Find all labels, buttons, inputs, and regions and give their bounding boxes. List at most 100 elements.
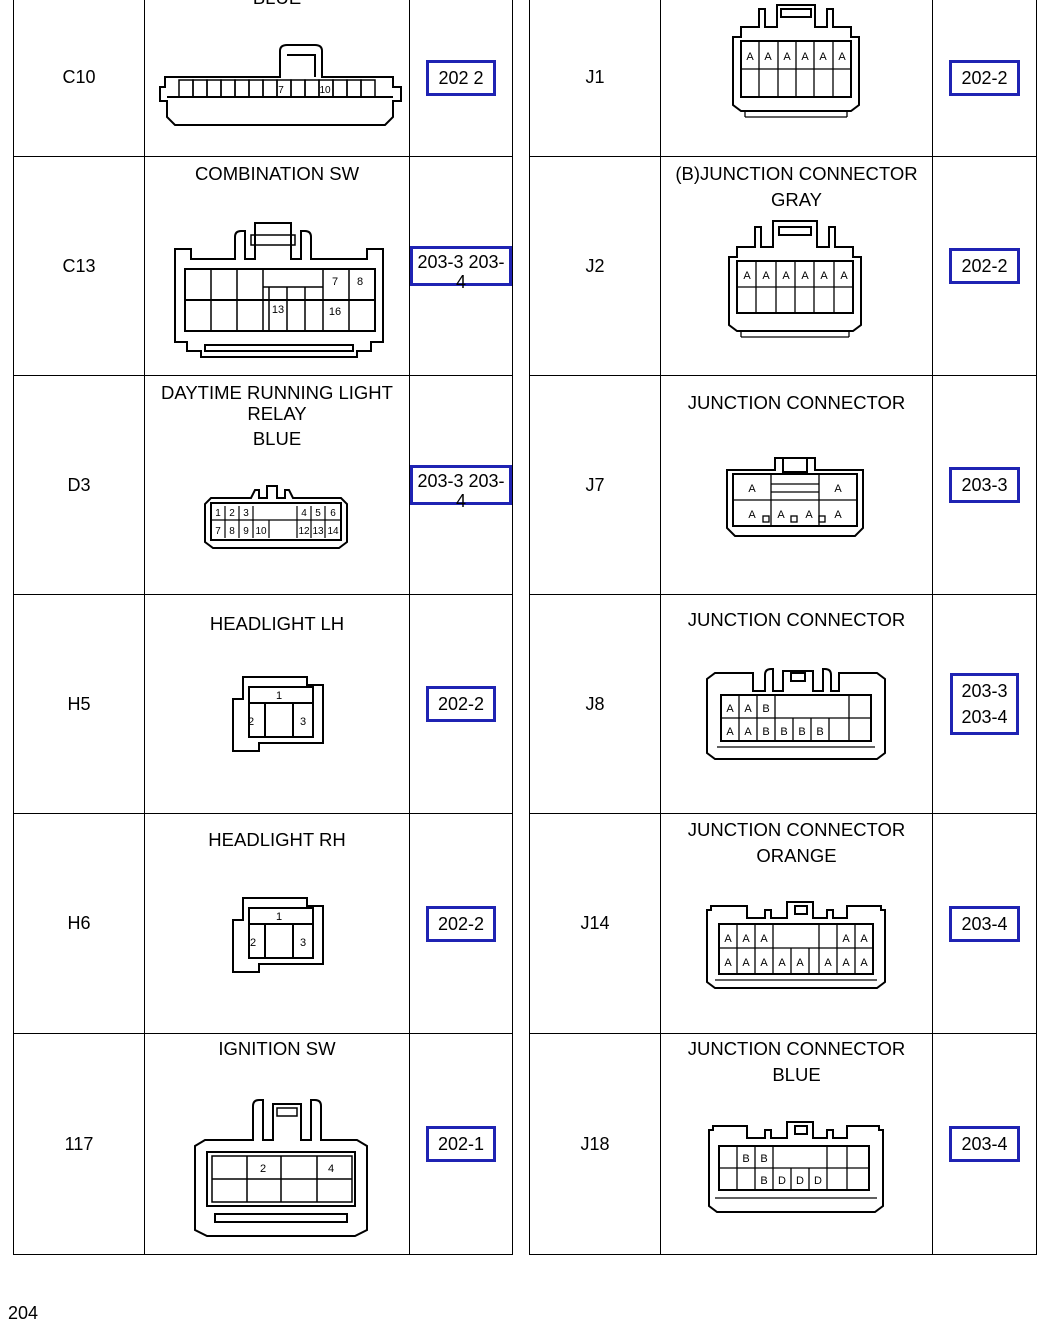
table-row: C13 COMBINATION SW — [13, 156, 513, 376]
connector-name: HEADLIGHT RH — [208, 829, 346, 850]
pin-label: A — [819, 51, 827, 63]
connector-117-diagram: 2 4 — [194, 1099, 368, 1237]
connector-cell: (B)JUNCTION CONNECTOR GRAY A — [660, 156, 933, 376]
pin-label: A — [778, 957, 786, 969]
table-row: J1 A A A A A — [529, 0, 1037, 157]
ref-link[interactable]: 203-3 203-4 — [950, 673, 1019, 735]
ref-link[interactable]: 202-2 — [425, 905, 497, 942]
connector-cell: BLUE 7 10 — [144, 0, 410, 157]
pin-label: D — [778, 1175, 786, 1187]
pin-label: A — [764, 51, 772, 63]
pin-label: 3 — [300, 716, 306, 728]
connector-name: JUNCTION CONNECTOR — [687, 609, 906, 630]
pin-label: A — [762, 270, 770, 282]
pin-label: B — [760, 1153, 767, 1165]
pin-label: A — [801, 270, 809, 282]
pin-label: B — [762, 726, 769, 738]
pin-label: A — [782, 270, 790, 282]
pin-label: 4 — [328, 1163, 334, 1175]
ref-cell: 202-2 — [932, 156, 1037, 376]
pin-label: B — [798, 726, 805, 738]
connector-h6-diagram: 1 2 3 — [232, 897, 324, 973]
ref-link[interactable]: 203-4 — [949, 1126, 1020, 1162]
pin-label: A — [726, 726, 734, 738]
table-row: C10 BLUE 7 — [13, 0, 513, 157]
ref-cell: 203-4 — [932, 1033, 1037, 1255]
connector-cell: JUNCTION CONNECTOR ORANGE A — [660, 813, 933, 1034]
pin-label: A — [860, 957, 868, 969]
pin-label: 3 — [243, 508, 249, 519]
pin-label: A — [824, 957, 832, 969]
connector-name: JUNCTION CONNECTOR BLUE — [687, 1038, 906, 1085]
pin-label: 2 — [229, 508, 235, 519]
pin-label: 7 — [278, 85, 284, 96]
connector-name: JUNCTION CONNECTOR ORANGE — [687, 819, 906, 866]
pin-label: A — [834, 483, 842, 495]
ref-link[interactable]: 203-3 203-4 — [410, 465, 512, 511]
connector-cell: A A A A A A — [660, 0, 933, 157]
ref-link[interactable]: 202-2 — [949, 59, 1020, 96]
pin-label: A — [748, 483, 756, 495]
ref-link[interactable]: 202-2 — [949, 248, 1020, 284]
pin-label: 1 — [276, 911, 282, 923]
pin-label: A — [743, 270, 751, 282]
ref-cell: 203-4 — [932, 813, 1037, 1034]
pin-label: 9 — [243, 526, 249, 537]
connector-cell: COMBINATION SW 7 8 — [144, 156, 410, 376]
pin-label: 13 — [272, 304, 284, 316]
connector-j2-diagram: A A A A A A — [728, 220, 862, 338]
connector-j7-diagram: A A A A A A — [726, 457, 864, 537]
pin-label: 12 — [298, 526, 310, 537]
connector-code: C10 — [13, 0, 145, 157]
pin-label: A — [760, 957, 768, 969]
ref-link[interactable]: 202 2 — [426, 59, 496, 96]
pin-label: 7 — [332, 276, 338, 288]
pin-label: A — [783, 51, 791, 63]
table-row: J18 JUNCTION CONNECTOR BLUE — [529, 1033, 1037, 1255]
pin-label: A — [742, 957, 750, 969]
ref-link[interactable]: 203-4 — [949, 905, 1020, 942]
connector-c10-diagram: 7 10 — [159, 44, 402, 126]
table-row: J7 JUNCTION CONNECTOR A A — [529, 375, 1037, 595]
connector-name: COMBINATION SW — [194, 163, 360, 184]
ref-cell: 203-3 203-4 — [932, 594, 1037, 814]
pin-label: B — [742, 1153, 749, 1165]
pin-label: A — [726, 703, 734, 715]
pin-label: B — [760, 1175, 767, 1187]
ref-cell: 202 2 — [409, 0, 513, 157]
connector-code: H5 — [13, 594, 145, 814]
connector-table-right: J1 A A A A A — [529, 0, 1037, 1255]
connector-code: J14 — [529, 813, 661, 1034]
pin-label: A — [860, 933, 868, 945]
pin-label: A — [801, 51, 809, 63]
pin-label: A — [748, 509, 756, 521]
ref-link[interactable]: 203-3 — [949, 467, 1020, 503]
connector-cell: IGNITION SW 2 4 — [144, 1033, 410, 1255]
pin-label: A — [820, 270, 828, 282]
connector-code: J2 — [529, 156, 661, 376]
connector-code: D3 — [13, 375, 145, 595]
connector-d3-diagram: 1 2 3 4 5 6 7 8 9 10 12 13 14 — [204, 485, 348, 549]
pin-label: A — [838, 51, 846, 63]
pin-label: D — [814, 1175, 822, 1187]
ref-link[interactable]: 202-1 — [425, 1126, 497, 1162]
table-row: J2 (B)JUNCTION CONNECTOR GRAY — [529, 156, 1037, 376]
pin-label: A — [724, 957, 732, 969]
ref-cell: 202-1 — [409, 1033, 513, 1255]
connector-c13-diagram: 7 8 13 16 — [174, 222, 384, 358]
pin-label: A — [746, 51, 754, 63]
page-number: 204 — [8, 1303, 39, 1323]
ref-cell: 203-3 203-4 — [409, 375, 513, 595]
connector-cell: DAYTIME RUNNING LIGHT RELAY BLUE 1 — [144, 375, 410, 595]
pin-label: A — [760, 933, 768, 945]
ref-link[interactable]: 203-3 203-4 — [410, 246, 512, 292]
pin-label: D — [796, 1175, 804, 1187]
connector-cell: JUNCTION CONNECTOR A A A A — [660, 375, 933, 595]
connector-code: C13 — [13, 156, 145, 376]
pin-label: 7 — [215, 526, 221, 537]
connector-cell: HEADLIGHT RH 1 2 3 — [144, 813, 410, 1034]
pin-label: 4 — [301, 508, 307, 519]
pin-label: A — [724, 933, 732, 945]
pin-label: B — [780, 726, 787, 738]
ref-link[interactable]: 202-2 — [425, 686, 497, 722]
